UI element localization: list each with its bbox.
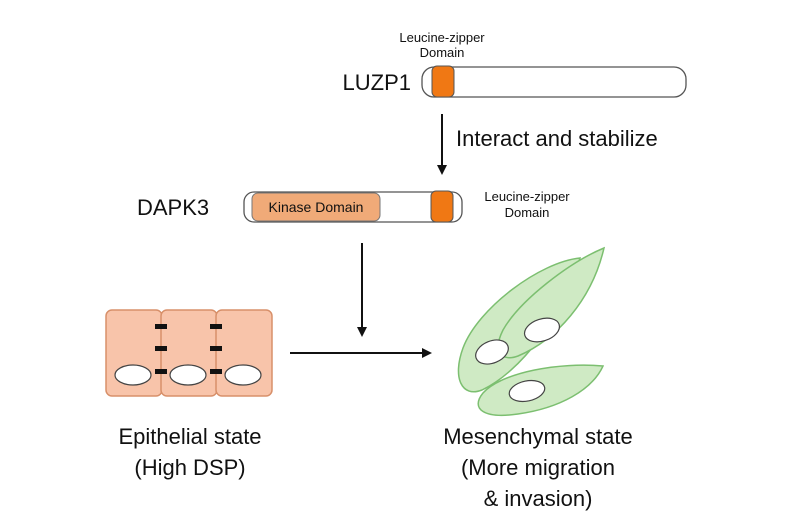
- cell-nucleus: [508, 379, 546, 403]
- luzp1-name: LUZP1: [343, 70, 411, 95]
- mesenchymal-state-sublabel-2: & invasion): [484, 486, 593, 511]
- cell-junction: [155, 369, 167, 374]
- epithelial-state-sublabel: (High DSP): [134, 455, 245, 480]
- epithelial-state-label: Epithelial state: [118, 424, 261, 449]
- dapk3-kinase-domain-label: Kinase Domain: [269, 199, 364, 215]
- luzp1-protein-bar: [421, 66, 687, 98]
- dapk3-name: DAPK3: [137, 195, 209, 220]
- dapk3-kinase-domain: [251, 192, 381, 222]
- cell-junction: [210, 346, 222, 351]
- epithelial-cells: [105, 309, 273, 397]
- cell-nucleus: [169, 364, 207, 386]
- cell-nucleus: [475, 339, 509, 365]
- cell-junction: [210, 324, 222, 329]
- luzp1-leucine-zipper-domain: [431, 65, 455, 98]
- mesenchymal-state-sublabel-1: (More migration: [461, 455, 615, 480]
- luzp1-domain-label-line2: Domain: [420, 45, 465, 60]
- cell-nucleus: [523, 317, 561, 343]
- cell-junction: [155, 324, 167, 329]
- cell-junction: [155, 346, 167, 351]
- interaction-label: Interact and stabilize: [456, 126, 658, 151]
- dapk3-domain-label-line2: Domain: [505, 205, 550, 220]
- cell-junction: [210, 369, 222, 374]
- cell-nucleus: [114, 364, 152, 386]
- cell-nucleus: [224, 364, 262, 386]
- luzp1-domain-label-line1: Leucine-zipper: [399, 30, 485, 45]
- dapk3-leucine-zipper-domain: [430, 190, 454, 223]
- mesenchymal-cells: [457, 246, 606, 416]
- dapk3-domain-label-line1: Leucine-zipper: [484, 189, 570, 204]
- mesenchymal-state-label: Mesenchymal state: [443, 424, 633, 449]
